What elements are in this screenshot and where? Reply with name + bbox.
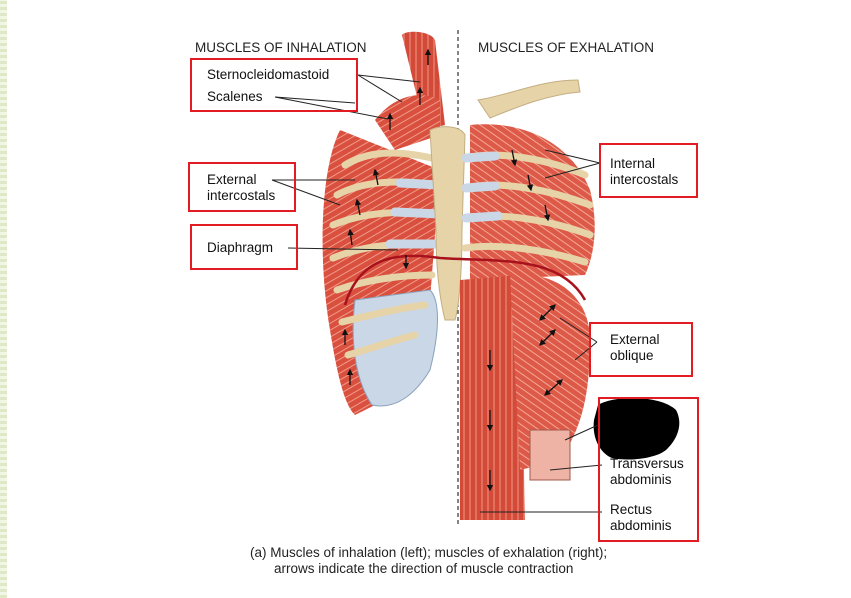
label-internal-intercostals: Internal intercostals: [610, 156, 678, 188]
label-scalenes: Scalenes: [207, 89, 263, 105]
label-transversus-abdominis: Transversus abdominis: [610, 456, 684, 488]
label-external-oblique: External oblique: [610, 332, 660, 364]
label-sternocleidomastoid: Sternocleidomastoid: [207, 67, 329, 83]
sternum: [430, 127, 465, 320]
abdominal-muscles: [460, 274, 590, 520]
right-ribcage: [465, 124, 595, 280]
label-external-intercostals: External intercostals: [207, 172, 275, 204]
caption-line-2: arrows indicate the direction of muscle …: [250, 561, 690, 577]
heading-exhalation: MUSCLES OF EXHALATION: [478, 40, 654, 55]
caption-line-1: (a) Muscles of inhalation (left); muscle…: [250, 545, 607, 560]
label-rectus-abdominis: Rectus abdominis: [610, 502, 672, 534]
label-diaphragm: Diaphragm: [207, 240, 273, 256]
left-ribcage: [323, 130, 440, 415]
heading-inhalation: MUSCLES OF INHALATION: [195, 40, 367, 55]
clavicle: [478, 80, 580, 118]
figure-caption: (a) Muscles of inhalation (left); muscle…: [250, 545, 690, 577]
